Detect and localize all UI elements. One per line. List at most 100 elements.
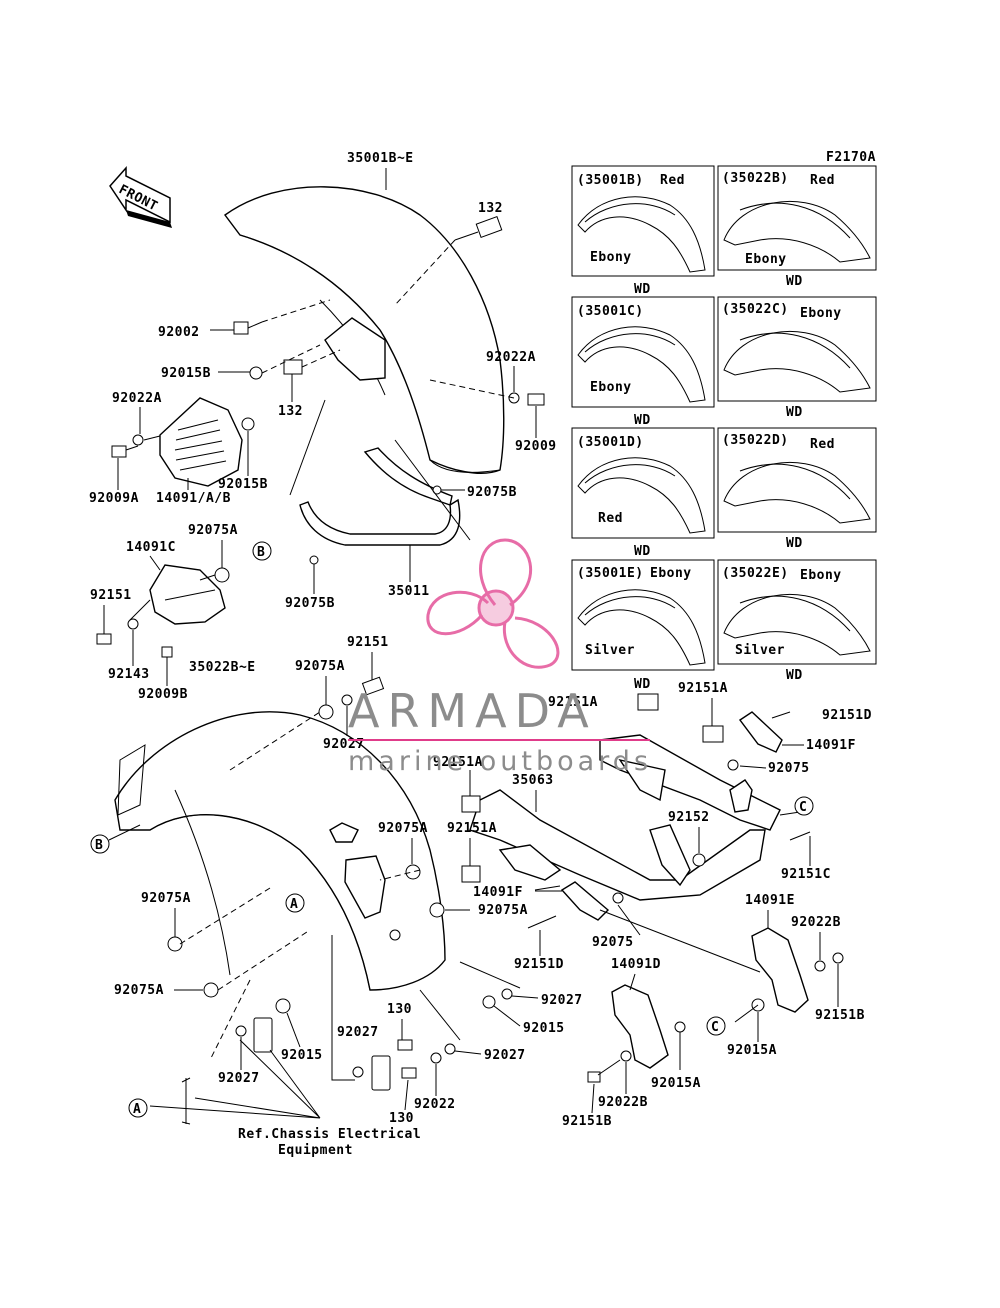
bolt-92151a-a-icon <box>637 693 659 711</box>
part-label: 92015 <box>281 1048 323 1063</box>
bolt-92151a-c-icon <box>461 795 481 813</box>
grommet-92075a-d-icon <box>167 936 183 952</box>
part-label: 92151B <box>815 1008 865 1023</box>
nut-92027-d-icon <box>352 1066 364 1078</box>
part-label: 92152 <box>668 810 710 825</box>
bolt-92002-icon <box>233 321 263 335</box>
callout-a-2: A <box>128 1098 148 1118</box>
variant-code: (35001D) <box>577 435 644 450</box>
part-label: 92075A <box>114 983 164 998</box>
variant-color: Ebony <box>745 252 787 267</box>
variant-color: Silver <box>585 643 635 658</box>
callout-c-1: C <box>794 796 814 816</box>
connector-clip-a-icon <box>253 1017 273 1053</box>
variant-box-35022d: (35022D) Red WD <box>717 427 877 551</box>
grommet-92075a-e-icon <box>203 982 219 998</box>
bolt-92151b-b-icon <box>587 1071 601 1083</box>
part-label: 92022A <box>112 391 162 406</box>
variant-color: Red <box>810 173 835 188</box>
connector-clip-b-icon <box>371 1055 391 1091</box>
part-label: 92027 <box>541 993 583 1008</box>
grommet-92075a-b-icon <box>405 864 421 880</box>
variant-code: (35022B) <box>722 171 789 186</box>
part-label: 92151A <box>548 695 598 710</box>
watermark: ARMADA marine outboards <box>348 538 650 777</box>
callout-a-1: A <box>285 893 305 913</box>
part-label: 130 <box>389 1111 414 1126</box>
collar-92152-icon <box>692 853 706 867</box>
variant-footer: WD <box>634 544 651 559</box>
part-label: 132 <box>478 201 503 216</box>
variant-box-35001b: (35001B) Red Ebony WD <box>571 165 715 297</box>
grommet-92075a-c-icon <box>429 902 445 918</box>
rear-fender-illustration <box>114 676 521 1125</box>
frame-brackets-illustration <box>461 693 844 1083</box>
bolt-130-a-icon <box>397 1039 413 1051</box>
bolt-92151b-a-icon <box>832 952 844 964</box>
variant-code: (35022E) <box>722 566 789 581</box>
bolt-92009b-icon <box>161 646 173 658</box>
nut-92027-c-icon <box>235 1025 247 1037</box>
callout-b-2: B <box>90 824 141 854</box>
bolt-92151-mid-icon <box>361 676 385 696</box>
variant-footer: WD <box>786 274 803 289</box>
washer-92015-b-icon <box>275 998 291 1014</box>
part-label: 92015B <box>218 477 268 492</box>
variant-footer: WD <box>634 282 651 297</box>
part-label: 92075A <box>378 821 428 836</box>
callout-c-2: C <box>706 1016 726 1036</box>
variant-footer: WD <box>786 668 803 683</box>
washer-92022-icon <box>430 1052 442 1064</box>
part-label: 92151 <box>347 635 389 650</box>
part-label: 92009A <box>89 491 139 506</box>
variant-footer: WD <box>786 405 803 420</box>
part-label: 92027 <box>484 1048 526 1063</box>
variant-footer: WD <box>786 536 803 551</box>
part-label: 92151A <box>447 821 497 836</box>
part-label: 92151C <box>781 867 831 882</box>
washer-92015b-lower-icon <box>241 417 255 431</box>
part-label: 35063 <box>512 773 554 788</box>
part-label: 92075 <box>592 935 634 950</box>
part-label: 132 <box>278 404 303 419</box>
bolt-92151a-b-icon <box>702 725 724 743</box>
nut-92027-b-icon <box>501 988 513 1000</box>
part-label: 92151D <box>822 708 872 723</box>
variant-code: (35001C) <box>577 304 644 319</box>
nut-92027-e-icon <box>444 1043 456 1055</box>
variant-color: Ebony <box>800 568 842 583</box>
nut-92027-icon <box>341 694 353 706</box>
part-labels: 35001B~E 132 92002 92015B 92022A 92022A … <box>89 151 872 1129</box>
part-label: 92027 <box>337 1025 379 1040</box>
variant-color: Ebony <box>800 306 842 321</box>
grommet-92075a-icon <box>214 567 230 583</box>
variant-code: (35022D) <box>722 433 789 448</box>
part-label: 35001B~E <box>347 151 414 166</box>
washer-92015b-icon <box>249 366 263 380</box>
washer-92022b-a-icon <box>814 960 826 972</box>
diagram-code: F2170A <box>826 150 876 165</box>
variant-box-35022b: (35022B) Red Ebony WD <box>717 165 877 289</box>
washer-92143-icon <box>127 618 139 630</box>
front-fender-illustration <box>96 186 545 658</box>
variant-code: (35001B) <box>577 173 644 188</box>
svg-text:B: B <box>257 545 265 560</box>
part-label: 92075 <box>768 761 810 776</box>
variant-grid: (35001B) Red Ebony WD (35022B) Red Ebony… <box>571 165 877 692</box>
bolt-130-b-icon <box>401 1067 417 1079</box>
part-label: 92015B <box>161 366 211 381</box>
grommet-92075b-lower-icon <box>309 555 319 565</box>
part-label: 92002 <box>158 325 200 340</box>
part-label: 14091F <box>806 738 856 753</box>
callout-b-1: B <box>252 541 272 561</box>
part-label: 14091E <box>745 893 795 908</box>
part-label: 35011 <box>388 584 430 599</box>
part-label: 92027 <box>218 1071 260 1086</box>
variant-color: Red <box>810 437 835 452</box>
variant-color: Red <box>660 173 685 188</box>
part-label: 92143 <box>108 667 150 682</box>
part-label: 92075A <box>188 523 238 538</box>
part-label: 14091D <box>611 957 661 972</box>
collar-92015a-a-icon <box>674 1021 686 1033</box>
